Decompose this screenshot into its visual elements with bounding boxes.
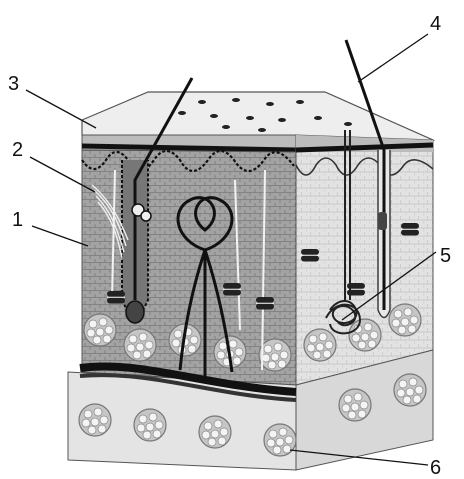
callout-label-1: 1 bbox=[12, 209, 23, 231]
callout-label-5: 5 bbox=[440, 245, 451, 267]
callout-label-4: 4 bbox=[430, 13, 441, 35]
callout-label-2: 2 bbox=[12, 139, 23, 161]
callout-label-3: 3 bbox=[8, 73, 19, 95]
callout-label-6: 6 bbox=[430, 457, 441, 479]
